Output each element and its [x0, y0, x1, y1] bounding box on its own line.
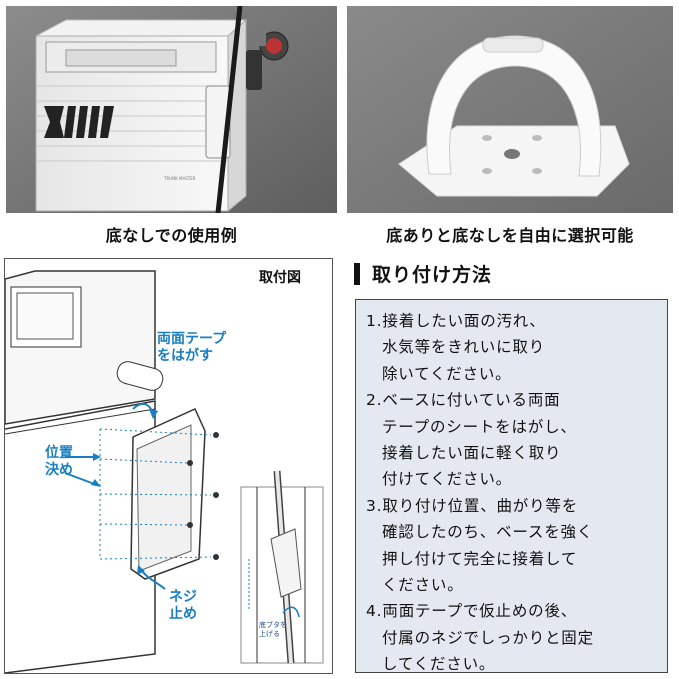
diagram-title: 取付図	[259, 270, 301, 286]
label-positioning: 位置 決め	[45, 445, 73, 479]
instructions-heading: 取り付け方法	[354, 260, 492, 287]
instruction-line: 3.取り付け位置、曲がり等を	[366, 496, 578, 515]
cooler-small-text: TRUNK MASTER	[164, 176, 196, 181]
brand-logo-icon	[44, 106, 114, 138]
instruction-line: 確認したのち、ベースを強く	[382, 523, 594, 542]
instruction-line: ください。	[382, 576, 464, 595]
instruction-line: 1.接着したい面の汚れ、	[366, 312, 546, 330]
mounting-diagram: 取付図 両面テープ をはがす 位置 決め ネジ 止め 底ブタを 上げる	[4, 258, 333, 674]
label-raise-bottom-lid-line1: 底ブタを	[259, 621, 287, 629]
instruction-line: 水気等をきれいに取り	[382, 338, 546, 357]
mounting-diagram-illustration	[5, 270, 324, 673]
instruction-line: 2.ベースに付いている両面	[366, 391, 561, 410]
caption-bottomless-example: 底なしでの使用例	[105, 226, 238, 245]
label-screw-fix: ネジ 止め	[169, 589, 197, 623]
label-positioning-line2: 決め	[45, 462, 73, 478]
label-peel-tape-line2: をはがす	[157, 348, 213, 364]
cooler-photo: TRUNK MASTER	[6, 6, 337, 213]
instructions-box: 1.接着したい面の汚れ、 水気等をきれいに取り 除いてください。 2.ベースに付…	[355, 299, 668, 673]
label-peel-tape: 両面テープ をはがす	[157, 331, 226, 365]
instructions-heading-text: 取り付け方法	[372, 264, 493, 286]
instruction-line: 接着したい面に軽く取り	[382, 444, 562, 463]
instruction-line: してください。	[382, 655, 496, 674]
label-raise-bottom-lid-line2: 上げる	[259, 630, 280, 638]
heading-bar	[354, 262, 360, 285]
instruction-line: 押し付けて完全に接着して	[382, 549, 578, 568]
label-screw-fix-line2: 止め	[169, 606, 197, 622]
instruction-line: テープのシートをはがし、	[382, 417, 577, 436]
label-positioning-line1: 位置	[45, 445, 73, 461]
instruction-line: 付属のネジでしっかりと固定	[382, 628, 594, 647]
caption-bottom-selectable: 底ありと底なしを自由に選択可能	[386, 226, 634, 245]
label-raise-bottom-lid: 底ブタを 上げる	[259, 621, 287, 639]
instruction-line: 4.両面テープで仮止めの後、	[366, 602, 578, 621]
instruction-line: 付けてください。	[382, 470, 512, 489]
instruction-line: 除いてください。	[382, 364, 512, 383]
label-screw-fix-line1: ネジ	[169, 589, 197, 605]
bracket-photo	[347, 6, 673, 213]
rod-holder-illustration	[205, 6, 289, 213]
label-peel-tape-line1: 両面テープ	[157, 331, 227, 347]
